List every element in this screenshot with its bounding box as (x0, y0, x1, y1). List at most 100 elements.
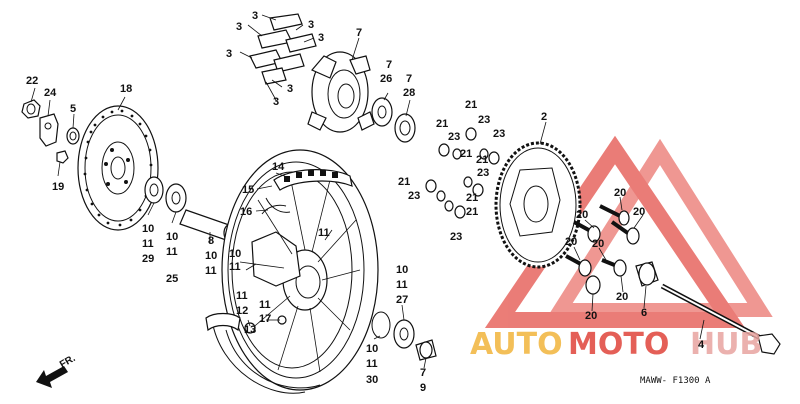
diagram-code: MAWW- F1300 A (640, 376, 711, 386)
label-5: 5 (70, 103, 76, 115)
label-20a: 20 (614, 187, 626, 199)
collar-9 (415, 339, 437, 361)
watermark-text: AUTO MOTO HUB (470, 327, 762, 362)
label-15: 15 (242, 184, 254, 196)
label-20b: 20 (633, 206, 645, 218)
label-28: 28 (403, 87, 415, 99)
label-18: 18 (120, 83, 132, 95)
rear-wheel (211, 149, 379, 394)
front-direction-arrow: FR. (36, 353, 78, 388)
watermark-moto: MOTO (568, 327, 669, 362)
driven-flange (307, 51, 375, 133)
bearing-27 (393, 319, 415, 349)
label-9: 9 (420, 382, 426, 394)
brake-disc (77, 105, 159, 231)
label-30: 30 (366, 374, 378, 386)
label-20e: 20 (565, 236, 577, 248)
label-23e: 23 (408, 190, 420, 202)
label-11d: 11 (318, 227, 330, 239)
label-3c: 3 (308, 19, 314, 31)
label-7b: 7 (386, 59, 392, 71)
rear-axle-4 (660, 283, 781, 355)
label-10b: 10 (166, 231, 178, 243)
rim-band (205, 312, 287, 334)
label-21e: 21 (398, 176, 410, 188)
label-19: 19 (52, 181, 64, 193)
nut-22 (21, 99, 41, 119)
o-ring-30 (371, 311, 391, 339)
label-3g: 3 (273, 96, 279, 108)
tire-tube (261, 169, 353, 215)
label-23a: 23 (478, 114, 490, 126)
label-16: 16 (240, 206, 252, 218)
label-21a: 21 (465, 99, 477, 111)
label-20d: 20 (592, 238, 604, 250)
bearing-26 (371, 97, 393, 127)
watermark-auto: AUTO (470, 327, 563, 362)
label-20c: 20 (576, 209, 588, 221)
label-26: 26 (380, 73, 392, 85)
label-10d: 10 (229, 248, 241, 260)
label-29: 29 (142, 253, 154, 265)
label-23d: 23 (477, 167, 489, 179)
bolt-19 (56, 150, 69, 164)
label-20g: 20 (585, 310, 597, 322)
label-11a: 11 (142, 238, 154, 250)
drive-sprocket (494, 141, 582, 269)
label-3b: 3 (236, 21, 242, 33)
label-11f: 11 (236, 290, 248, 302)
collar-6 (635, 261, 659, 287)
label-25: 25 (166, 273, 178, 285)
label-20f: 20 (616, 291, 628, 303)
front-direction-label: FR. (58, 353, 78, 371)
label-11b: 11 (166, 246, 178, 258)
label-14: 14 (272, 161, 285, 173)
label-11g: 11 (259, 299, 271, 311)
label-7a: 7 (356, 27, 362, 39)
collar-5 (66, 127, 80, 145)
label-3d: 3 (226, 48, 232, 60)
stud-bolts (565, 204, 640, 295)
label-21f: 21 (466, 192, 478, 204)
label-11e: 11 (229, 261, 241, 273)
nuts-washers (425, 127, 500, 219)
part-labels: 3 3 3 3 3 3 3 7 7 26 7 28 22 24 5 19 18 … (26, 10, 705, 394)
label-10a: 10 (142, 223, 154, 235)
label-3e: 3 (318, 32, 324, 44)
label-10c: 10 (205, 250, 217, 262)
label-4: 4 (698, 339, 705, 351)
label-23f: 23 (450, 231, 462, 243)
label-21g: 21 (466, 206, 478, 218)
label-8: 8 (208, 235, 214, 247)
label-11h: 11 (396, 279, 408, 291)
label-21c: 21 (460, 148, 472, 160)
label-23b: 23 (448, 131, 460, 143)
bracket-24 (39, 113, 59, 147)
label-17: 17 (259, 313, 271, 325)
label-24: 24 (44, 87, 57, 99)
label-11c: 11 (205, 265, 217, 277)
label-21b: 21 (436, 118, 448, 130)
bearing-25 (165, 183, 187, 213)
label-2: 2 (541, 111, 547, 123)
label-23c: 23 (493, 128, 505, 140)
label-12: 12 (236, 305, 248, 317)
label-3f: 3 (287, 83, 293, 95)
label-10f: 10 (366, 343, 378, 355)
leader-lines (30, 14, 705, 369)
label-11i: 11 (366, 358, 378, 370)
label-7d: 7 (420, 367, 426, 379)
label-3a: 3 (252, 10, 258, 22)
label-10e: 10 (396, 264, 408, 276)
label-21d: 21 (476, 154, 488, 166)
bearing-29 (144, 176, 164, 204)
label-6: 6 (641, 307, 647, 319)
watermark-hub: HUB (690, 327, 762, 362)
label-22: 22 (26, 75, 38, 87)
seal-28 (394, 113, 416, 143)
label-13: 13 (244, 324, 256, 336)
label-7c: 7 (406, 73, 412, 85)
label-27: 27 (396, 294, 408, 306)
damper-rubbers (249, 13, 317, 85)
